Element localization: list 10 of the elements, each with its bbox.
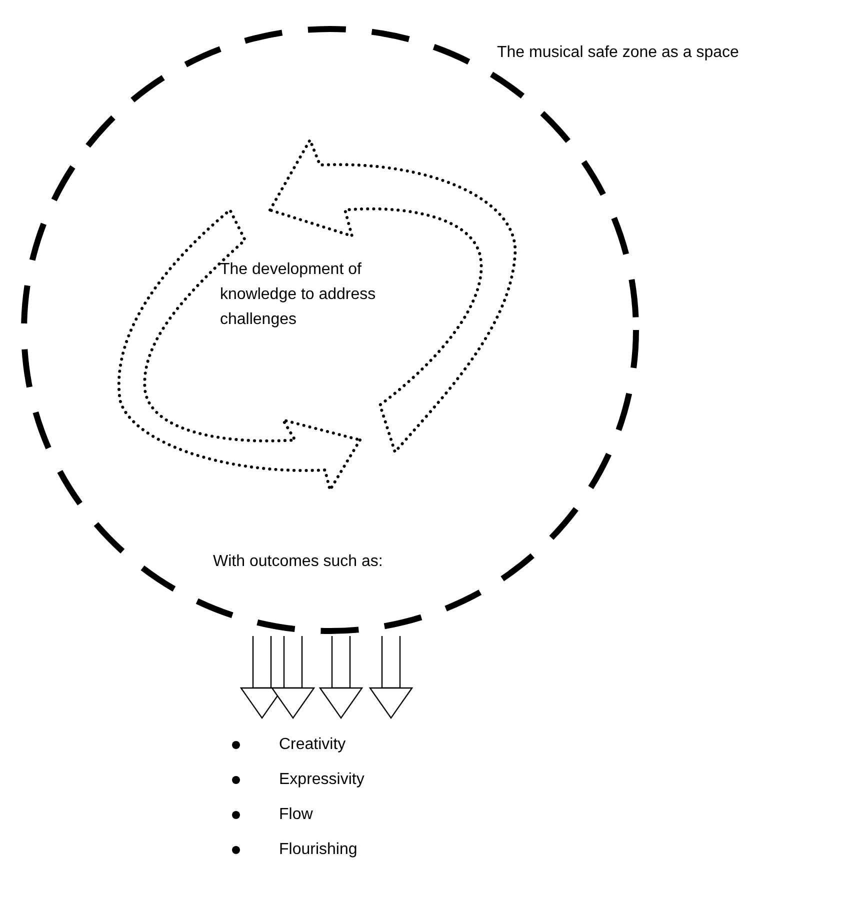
- circle-title: The musical safe zone as a space: [497, 43, 739, 63]
- outcomes-heading: With outcomes such as:: [213, 552, 383, 572]
- block-arrow: [271, 635, 315, 719]
- center-text: The development of knowledge to address challenges: [220, 257, 380, 332]
- outcome-item: Flourishing: [279, 840, 358, 860]
- outcome-item: Creativity: [279, 734, 347, 754]
- block-arrow: [369, 635, 413, 719]
- outcome-item: Flow: [279, 804, 314, 824]
- block-arrow: [319, 635, 363, 719]
- outcome-item: Expressivity: [279, 770, 366, 790]
